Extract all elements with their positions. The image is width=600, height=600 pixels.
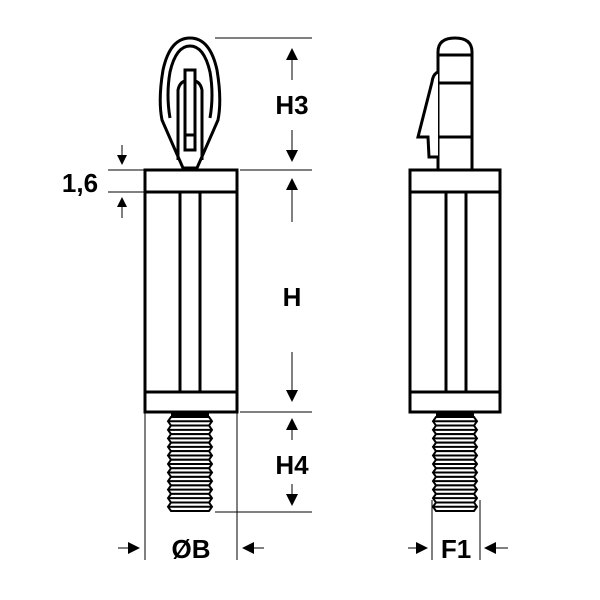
dimension-label-h4: H4 bbox=[275, 450, 309, 480]
thread-ridge bbox=[431, 450, 479, 461]
thread-ridge bbox=[166, 416, 214, 427]
dimension-label-f1: F1 bbox=[441, 534, 471, 564]
thread-ridge bbox=[166, 467, 214, 478]
thread-ridge bbox=[166, 501, 214, 512]
dimension-lines bbox=[108, 37, 508, 560]
thread-ridge bbox=[166, 433, 214, 444]
thread-ridge bbox=[166, 450, 214, 461]
thread-ridge bbox=[431, 458, 479, 470]
side-view bbox=[408, 36, 502, 512]
thread-ridge bbox=[166, 492, 214, 504]
thread-ridge bbox=[431, 424, 479, 436]
threaded-stud bbox=[166, 412, 214, 512]
thread-ridge bbox=[431, 492, 479, 504]
hex-body-side bbox=[408, 168, 502, 414]
thread-ridge bbox=[431, 467, 479, 478]
thread-ridge bbox=[166, 484, 214, 495]
thread-neck bbox=[436, 412, 474, 416]
thread-ridge bbox=[166, 458, 214, 470]
dimension-label-h3: H3 bbox=[275, 90, 308, 120]
snap-clip-head bbox=[158, 36, 222, 170]
thread-ridge bbox=[431, 501, 479, 512]
threaded-stud-side bbox=[431, 412, 479, 512]
dimension-label-diameter-b: ØB bbox=[172, 534, 211, 564]
thread-ridge bbox=[166, 424, 214, 436]
dimension-label-collar: 1,6 bbox=[62, 168, 98, 198]
thread-ridge bbox=[431, 441, 479, 453]
pin-head bbox=[416, 36, 474, 172]
thread-ridge bbox=[166, 475, 214, 487]
thread-ridge bbox=[431, 416, 479, 427]
dimension-label-h: H bbox=[283, 282, 302, 312]
thread-ridge bbox=[431, 433, 479, 444]
thread-ridge bbox=[431, 475, 479, 487]
thread-ridge bbox=[431, 484, 479, 495]
front-view bbox=[143, 36, 239, 512]
thread-ridge bbox=[166, 441, 214, 453]
hex-body bbox=[143, 168, 239, 414]
thread-neck bbox=[171, 412, 209, 416]
